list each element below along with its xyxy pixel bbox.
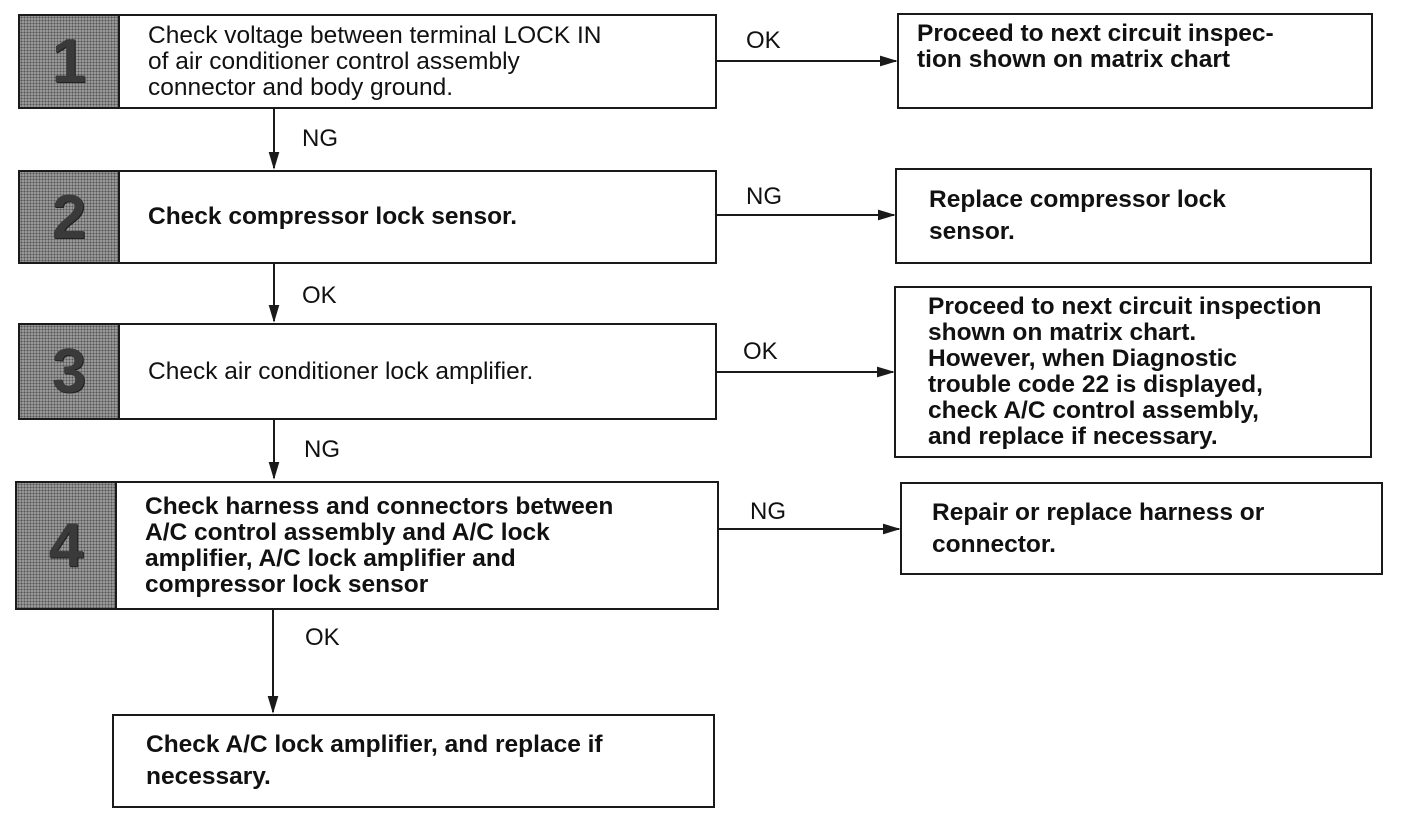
step-number-3: 3	[20, 325, 120, 418]
down-label-4: OK	[305, 624, 340, 651]
branch-label-4: NG	[750, 498, 786, 525]
branch-label-2: NG	[746, 183, 782, 210]
result-box-2: Replace compressor lock sensor.	[895, 168, 1372, 264]
branch-label-3: OK	[743, 338, 778, 365]
result-box-1: Proceed to next circuit inspec- tion sho…	[897, 13, 1373, 109]
branch-label-1: OK	[746, 27, 781, 54]
down-label-3: NG	[304, 436, 340, 463]
step-box-2: 2 Check compressor lock sensor.	[18, 170, 717, 264]
result-box-3: Proceed to next circuit inspection shown…	[894, 286, 1372, 458]
step-box-4: 4 Check harness and connectors between A…	[15, 481, 719, 610]
down-label-2: OK	[302, 282, 337, 309]
step-text-3: Check air conditioner lock amplifier.	[148, 357, 534, 385]
down-label-1: NG	[302, 125, 338, 152]
step-text-4: Check harness and connectors between A/C…	[145, 492, 614, 598]
result-text-3: Proceed to next circuit inspection shown…	[928, 293, 1322, 450]
result-text-2: Replace compressor lock sensor.	[929, 186, 1226, 245]
result-box-4: Repair or replace harness or connector.	[900, 482, 1383, 575]
result-text-4: Repair or replace harness or connector.	[932, 498, 1265, 558]
final-text: Check A/C lock amplifier, and replace if…	[146, 731, 603, 790]
step-number-4: 4	[17, 483, 117, 608]
step-number-1: 1	[20, 16, 120, 107]
result-text-1: Proceed to next circuit inspec- tion sho…	[917, 20, 1274, 73]
step-box-1: 1 Check voltage between terminal LOCK IN…	[18, 14, 717, 109]
step-number-2: 2	[20, 172, 120, 262]
step-text-2: Check compressor lock sensor.	[148, 203, 518, 230]
final-box: Check A/C lock amplifier, and replace if…	[112, 714, 715, 808]
step-text-1: Check voltage between terminal LOCK IN o…	[148, 21, 602, 101]
step-box-3: 3 Check air conditioner lock amplifier.	[18, 323, 717, 420]
